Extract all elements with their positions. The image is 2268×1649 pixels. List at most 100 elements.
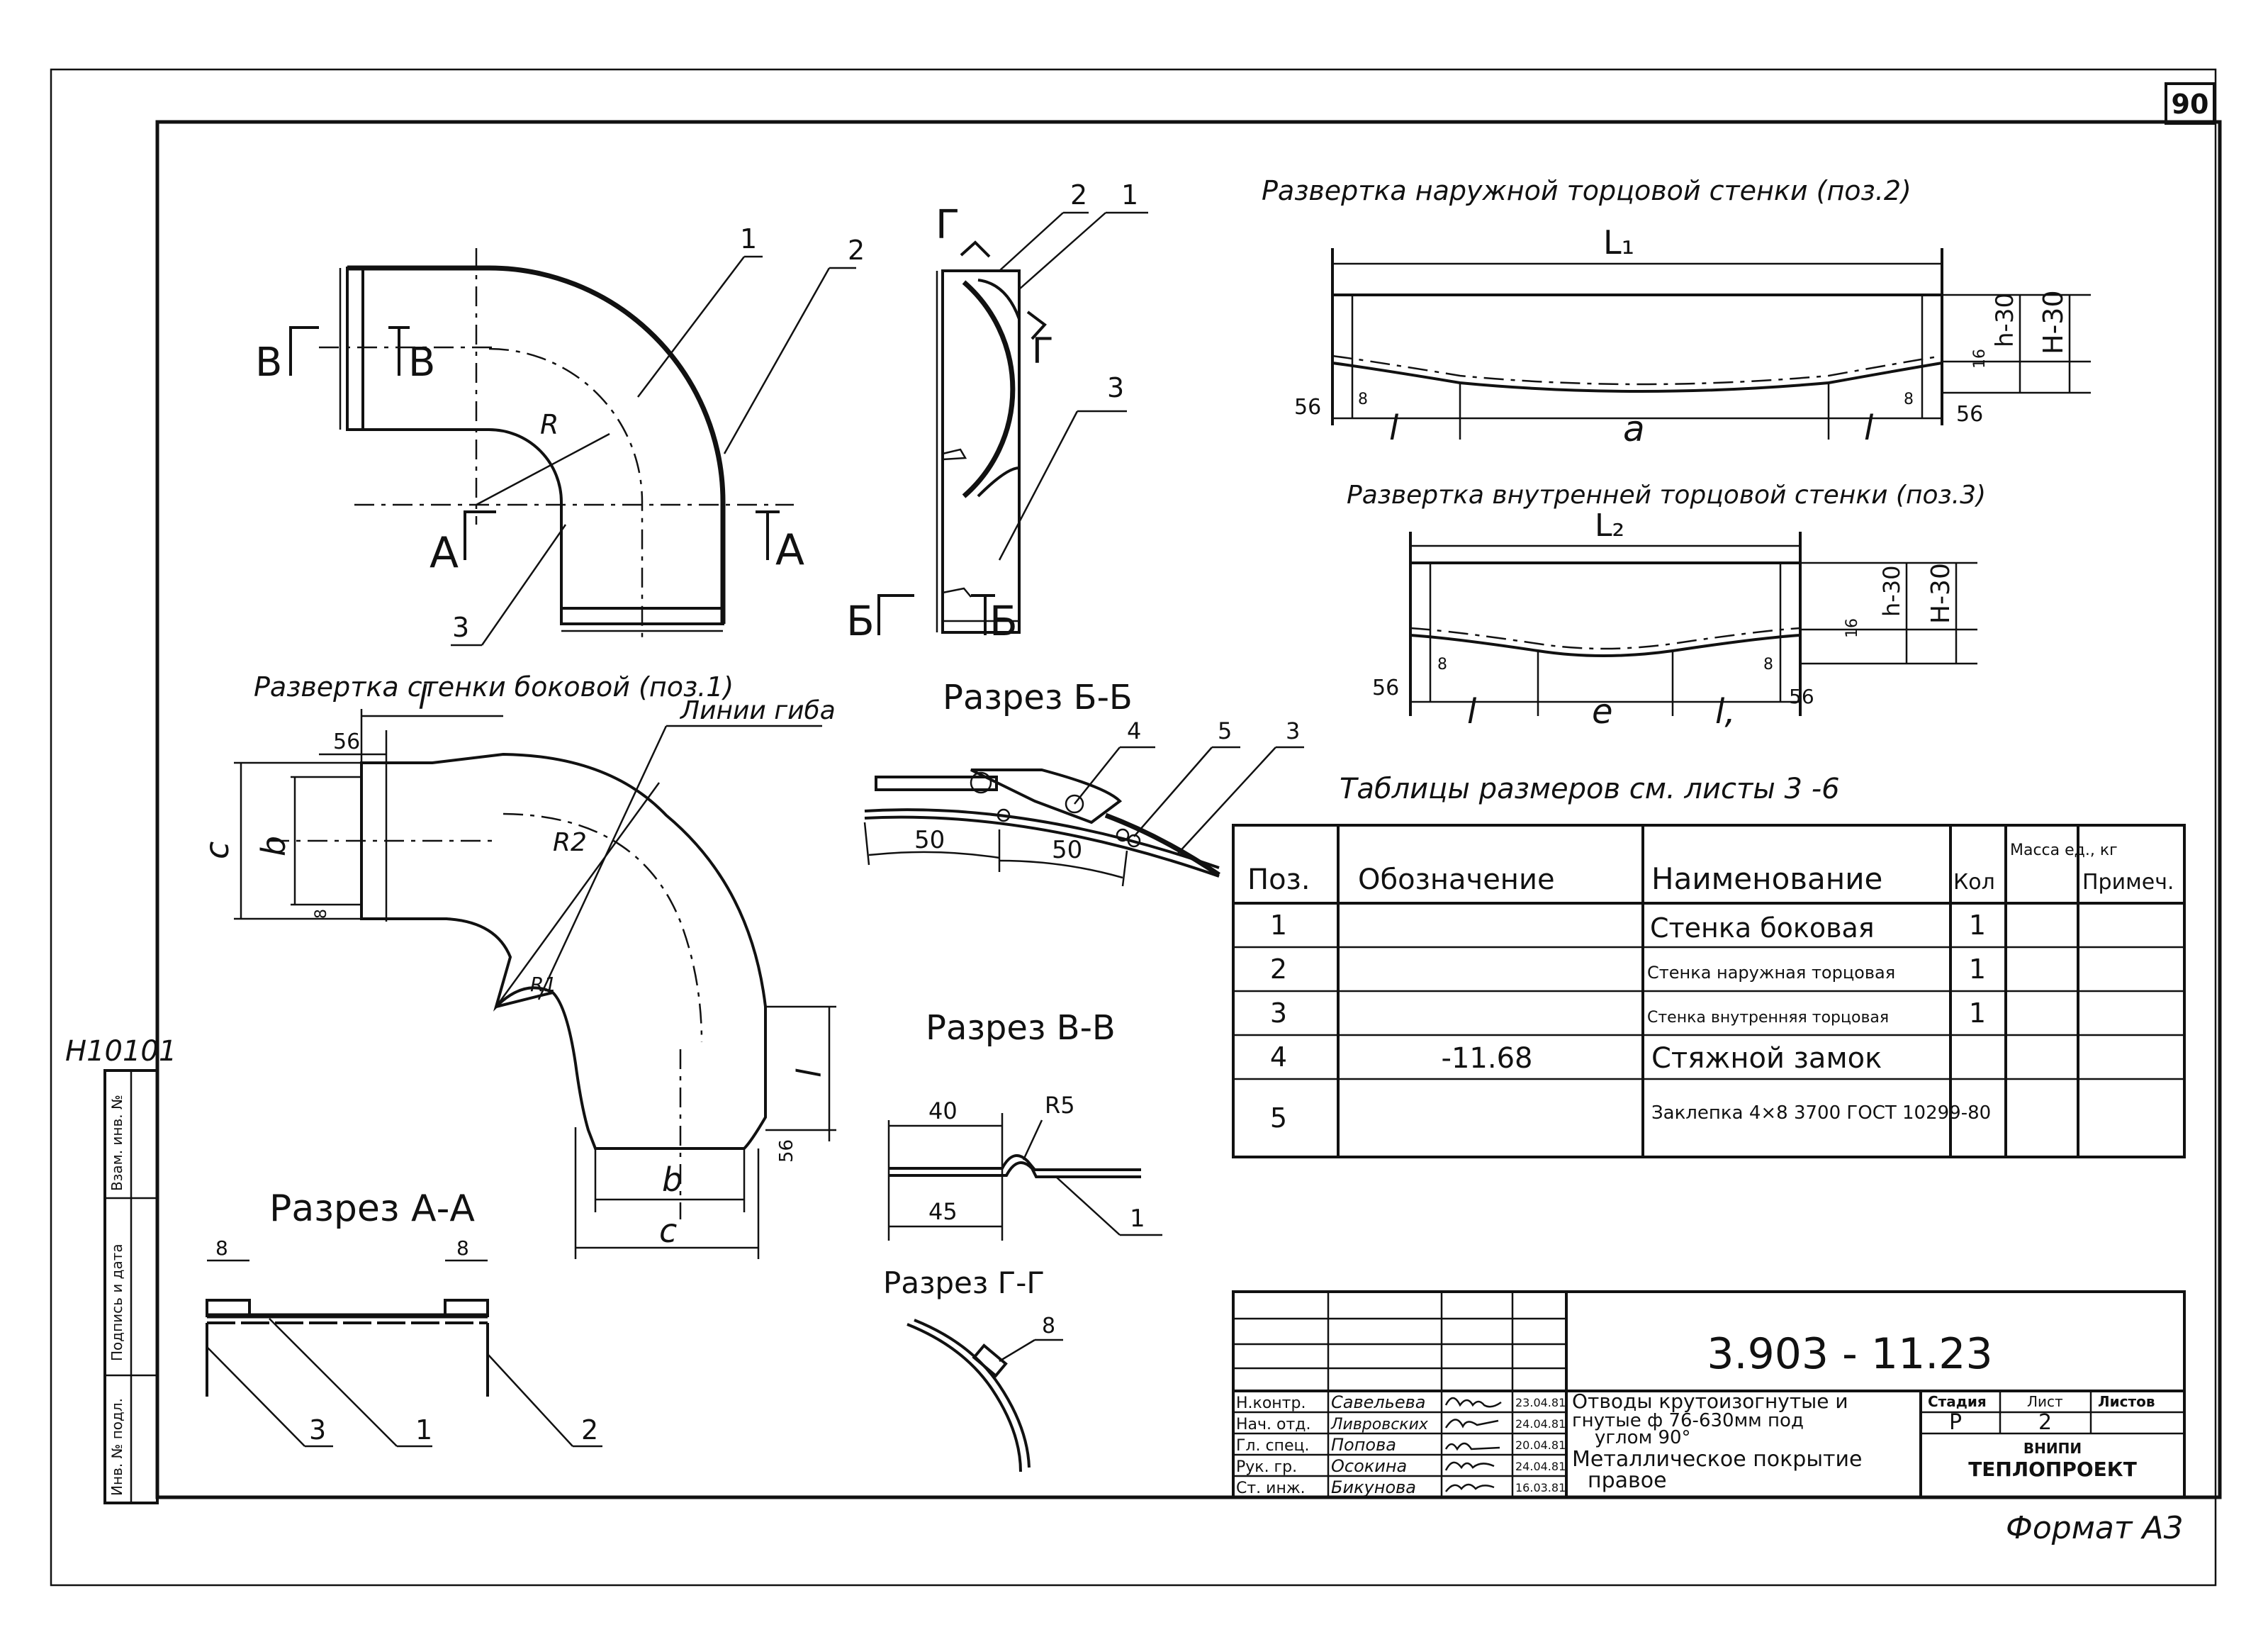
dev-outer-l-right: l bbox=[1864, 408, 1874, 448]
role-5: Ст. инж. bbox=[1236, 1480, 1306, 1497]
dev-inner-16: 16 bbox=[1843, 618, 1861, 638]
side-view: 2 1 3 Г Г Б Б bbox=[846, 179, 1148, 645]
dev-side-l-top: l bbox=[418, 678, 427, 717]
side-pos3: 3 bbox=[1107, 372, 1124, 403]
th-qty: Кол bbox=[1953, 870, 1995, 895]
section-bb: Разрез Б-Б 50 50 4 5 3 bbox=[863, 678, 1304, 887]
side-pos2: 2 bbox=[1070, 179, 1087, 211]
archive-number: Н10101 bbox=[65, 1035, 176, 1068]
signature-4 bbox=[1444, 1461, 1495, 1471]
section-bb-p5: 5 bbox=[1218, 717, 1232, 744]
role-3: Гл. спец. bbox=[1236, 1437, 1309, 1455]
role-4: Рук. гр. bbox=[1236, 1458, 1297, 1476]
sheet-number-box: 90 bbox=[2165, 82, 2216, 125]
cut-b-left: Б bbox=[846, 597, 875, 645]
dev-outer-l-left: l bbox=[1389, 408, 1399, 448]
dev-inner-8-right: 8 bbox=[1763, 656, 1773, 673]
dev-inner-l-right: l, bbox=[1715, 692, 1736, 732]
cut-b-right: Б bbox=[989, 597, 1018, 645]
cut-v-left: В bbox=[255, 340, 282, 386]
dev-side-contour bbox=[360, 752, 767, 1150]
stamp-inv-no: Инв. № подл. bbox=[108, 1398, 125, 1496]
outer-frame bbox=[50, 68, 2217, 1587]
th-name: Наименование bbox=[1651, 861, 1882, 896]
desc-2: гнутые ф 76-630мм под bbox=[1572, 1410, 1804, 1431]
section-aa-p2: 2 bbox=[581, 1414, 598, 1446]
dev-inner-56-left: 56 bbox=[1372, 676, 1399, 700]
section-gg-8: 8 bbox=[1042, 1314, 1055, 1338]
dev-side-b-left: b bbox=[254, 836, 293, 856]
row4-designation: -11.68 bbox=[1442, 1042, 1533, 1075]
sheet-number: 90 bbox=[2172, 89, 2209, 120]
name-3: Попова bbox=[1331, 1435, 1396, 1455]
dev-side-b-bottom: b bbox=[662, 1161, 683, 1199]
dev-side-bend-lines: Линии гиба bbox=[679, 696, 836, 725]
section-vv-45: 45 bbox=[928, 1198, 958, 1225]
dev-side-8: 8 bbox=[313, 909, 330, 919]
dev-side-c-bottom: c bbox=[659, 1212, 677, 1250]
desc-4: Металлическое покрытие bbox=[1572, 1447, 1862, 1472]
row2-qty: 1 bbox=[1969, 954, 1986, 985]
section-aa: Разрез А-А 8 8 3 1 2 bbox=[206, 1187, 602, 1448]
signature-3 bbox=[1444, 1442, 1500, 1451]
row4-pos: 4 bbox=[1270, 1041, 1287, 1073]
dev-inner-title: Развертка внутренней торцовой стенки (по… bbox=[1347, 481, 1986, 510]
dev-side-c-left: c bbox=[198, 842, 236, 859]
cut-g-side: Г bbox=[1032, 330, 1054, 371]
sheets-label: Листов bbox=[2098, 1393, 2155, 1410]
dev-inner-h: h-30 bbox=[1878, 565, 1905, 617]
desc-1: Отводы крутоизогнутые и bbox=[1572, 1390, 1848, 1413]
date-4: 24.04.81 bbox=[1515, 1460, 1566, 1473]
section-gg: Разрез Г-Г 8 bbox=[883, 1265, 1063, 1472]
dev-outer-H: H-30 bbox=[2038, 290, 2069, 354]
cut-v-right: В bbox=[408, 340, 435, 386]
sheet-label: Лист bbox=[2027, 1393, 2063, 1410]
date-3: 20.04.81 bbox=[1515, 1438, 1566, 1452]
section-bb-50-left: 50 bbox=[914, 826, 945, 854]
title-block: 3.903 - 11.23 Н.контр. Савельева 23.04.8… bbox=[1232, 1290, 2186, 1499]
stage-value: Р bbox=[1949, 1410, 1962, 1435]
th-note: Примеч. bbox=[2082, 870, 2174, 895]
section-vv-40: 40 bbox=[928, 1097, 958, 1124]
doc-code: 3.903 - 11.23 bbox=[1707, 1329, 1992, 1379]
section-bb-p3: 3 bbox=[1286, 717, 1300, 744]
row4-name: Стяжной замок bbox=[1651, 1042, 1882, 1075]
section-vv-R5: R5 bbox=[1045, 1092, 1075, 1119]
cut-g-top: Г bbox=[936, 202, 960, 248]
section-aa-8-left: 8 bbox=[215, 1236, 228, 1260]
inner-frame bbox=[155, 120, 2222, 1499]
table-note: Таблицы размеров см. листы 3 -6 bbox=[1340, 773, 1840, 805]
dev-outer-8-left: 8 bbox=[1358, 391, 1368, 408]
desc-5: правое bbox=[1588, 1468, 1667, 1493]
dev-side-R1: R1 bbox=[530, 973, 556, 996]
section-aa-p1: 1 bbox=[415, 1414, 432, 1446]
stage-label: Стадия bbox=[1928, 1393, 1987, 1410]
name-2: Ливровских bbox=[1330, 1416, 1429, 1433]
stamp-replace: Взам. инв. № bbox=[108, 1095, 125, 1191]
dev-outer-56-left: 56 bbox=[1294, 395, 1321, 420]
dev-inner-8-left: 8 bbox=[1437, 656, 1447, 673]
row1-qty: 1 bbox=[1969, 910, 1986, 941]
name-1: Савельева bbox=[1331, 1392, 1425, 1412]
role-2: Нач. отд. bbox=[1236, 1416, 1311, 1433]
dev-side-56-bottom: 56 bbox=[776, 1139, 797, 1163]
row1-name: Стенка боковая bbox=[1650, 912, 1875, 944]
dev-outer-16: 16 bbox=[1971, 349, 1989, 369]
dev-inner-H: H-30 bbox=[1926, 563, 1955, 624]
section-vv-title: Разрез В-В bbox=[926, 1008, 1116, 1048]
signature-5 bbox=[1445, 1483, 1495, 1492]
stamp-signature: Подпись и дата bbox=[108, 1243, 125, 1361]
dev-outer-h: h-30 bbox=[1991, 293, 2019, 347]
elbow-pos3: 3 bbox=[452, 612, 469, 643]
section-bb-50-right: 50 bbox=[1052, 836, 1082, 864]
desc-3: углом 90° bbox=[1595, 1427, 1691, 1448]
role-1: Н.контр. bbox=[1236, 1394, 1306, 1412]
sheet-value: 2 bbox=[2038, 1410, 2052, 1435]
side-stamp: Н10101 Инв. № подл. Подпись и дата Взам.… bbox=[65, 1035, 176, 1504]
elbow-pos1: 1 bbox=[740, 223, 757, 255]
dev-inner-L: L₂ bbox=[1595, 508, 1624, 544]
th-designation: Обозначение bbox=[1358, 863, 1555, 896]
date-5: 16.03.81 bbox=[1515, 1481, 1566, 1494]
dev-inner-e: e bbox=[1592, 692, 1613, 732]
date-2: 24.04.81 bbox=[1515, 1417, 1566, 1431]
